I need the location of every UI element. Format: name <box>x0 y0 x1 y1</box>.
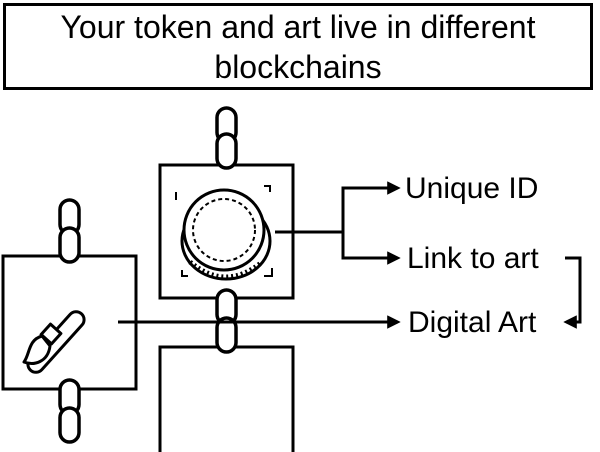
coin-to-link-arrow <box>341 232 401 265</box>
next-block <box>158 345 295 452</box>
digital-art-label: Digital Art <box>408 306 537 339</box>
chain-link-icon <box>215 106 238 170</box>
link-to-art-label: Link to art <box>407 242 539 275</box>
chain-link-icon <box>58 198 81 264</box>
link-to-digital-art-arrow <box>563 256 582 329</box>
title: Your token and art live in different blo… <box>3 3 593 90</box>
unique-id-label: Unique ID <box>405 172 539 205</box>
coin-to-unique-id-arrow <box>275 181 401 234</box>
chain-link-icon <box>58 378 81 444</box>
paintbrush-icon <box>22 310 86 374</box>
coin-icon <box>175 185 273 281</box>
chain-link-icon <box>215 288 238 354</box>
